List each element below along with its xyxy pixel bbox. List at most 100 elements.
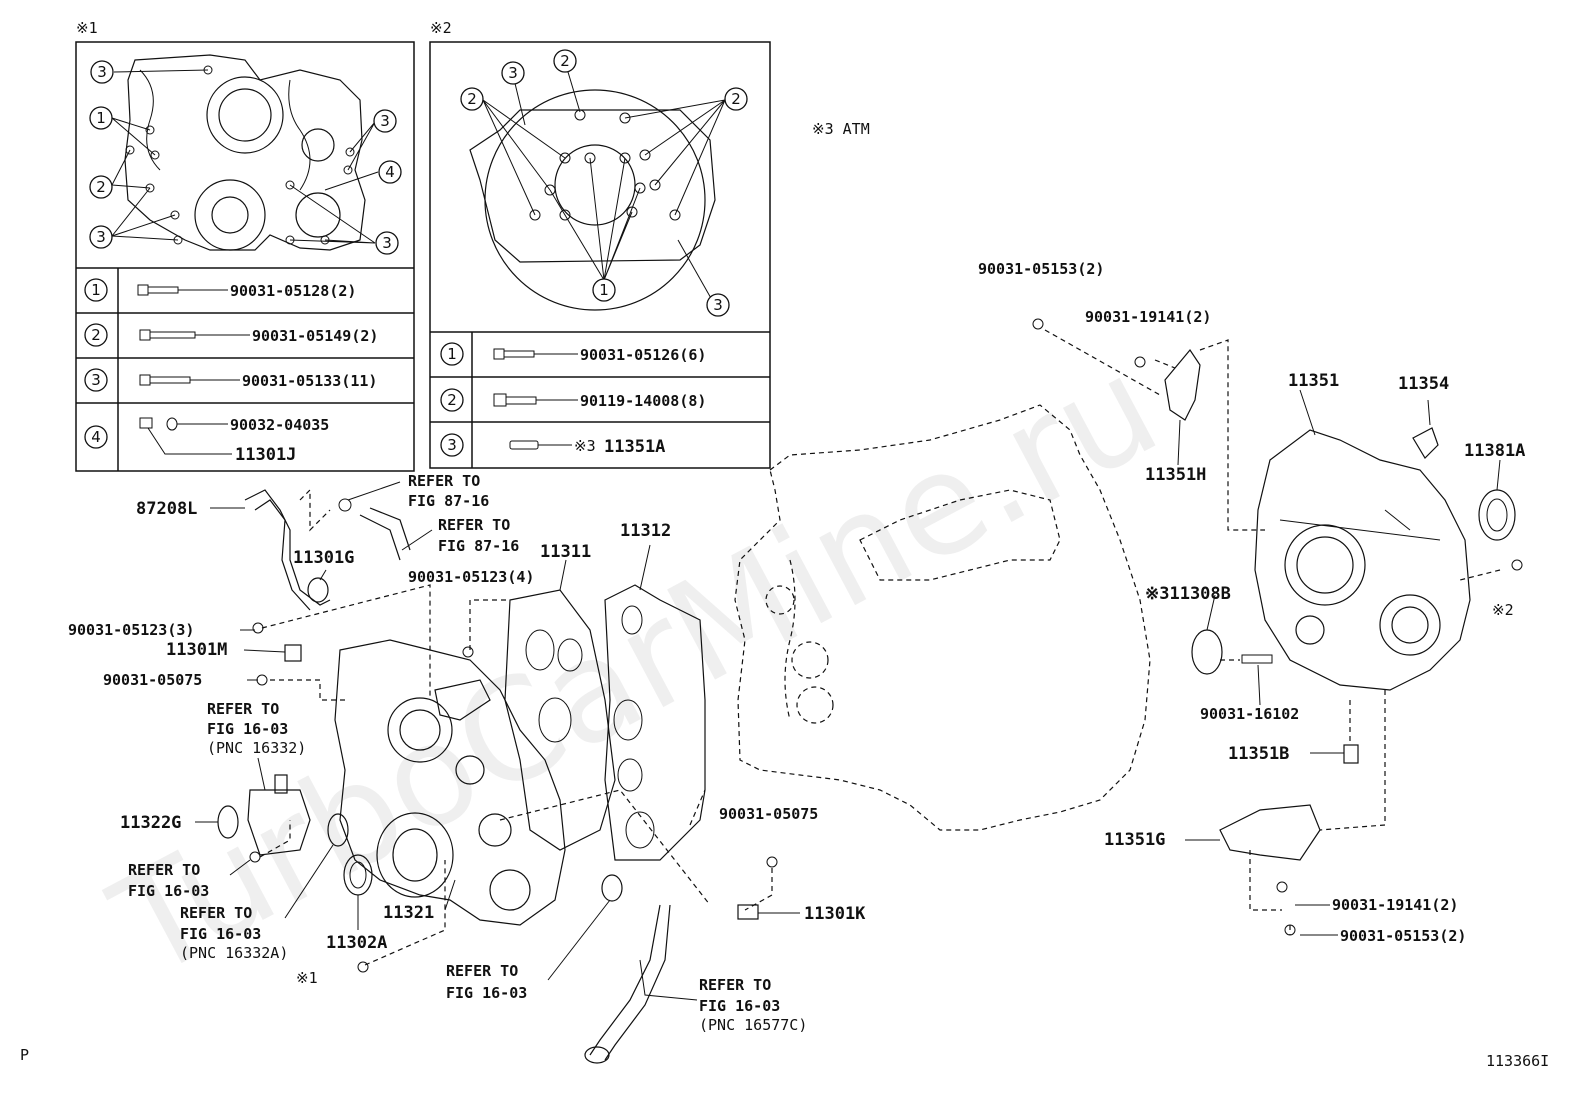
svg-text:3: 3 [97, 63, 107, 81]
svg-text:3: 3 [508, 64, 518, 82]
water-pipe-16577C [584, 904, 671, 1064]
leader-lines [195, 389, 1501, 1001]
label-90031-05075-b: 90031-05075 [719, 805, 818, 823]
bolt-icon [493, 348, 535, 360]
svg-text:3: 3 [91, 371, 101, 389]
oil-seal-11381A [1478, 489, 1516, 541]
label-refer-16-03-a2: FIG 16-03 [207, 720, 288, 738]
bracket-11351H [1164, 348, 1201, 421]
guide-lines [259, 329, 1501, 966]
svg-text:4: 4 [385, 163, 395, 181]
label-refer-16-03-b1: REFER TO [128, 861, 200, 879]
label-refer-16-03-b2: FIG 16-03 [128, 882, 209, 900]
label-star1: ※1 [296, 969, 318, 987]
inset-1-row-3: 3 90031-05133(11) [84, 368, 377, 392]
inset-2-row-3: 3 ※3 11351A [440, 433, 665, 457]
label-90031-05123-4: 90031-05123(4) [408, 568, 534, 586]
bracket-11351G [1219, 804, 1321, 861]
label-11351B: 11351B [1228, 744, 1289, 764]
svg-text:2: 2 [96, 178, 106, 196]
label-11312: 11312 [620, 521, 671, 541]
callout-circle: 4 [378, 160, 402, 184]
dowel-pin-icon [509, 440, 539, 450]
svg-text:3: 3 [382, 234, 392, 252]
plug-11351B [1343, 744, 1359, 764]
bolt-icon [137, 284, 179, 296]
part-number: 90119-14008(8) [580, 392, 706, 410]
cap-11354 [1412, 427, 1439, 459]
label-refer-87-16-b1: REFER TO [438, 516, 510, 534]
svg-text:2: 2 [731, 90, 741, 108]
callout-circle: 1 [592, 278, 616, 302]
label-11322G: 11322G [120, 813, 181, 833]
callout-circle: 3 [89, 225, 113, 249]
label-11351: 11351 [1288, 371, 1339, 391]
callout-circle: 3 [501, 61, 525, 85]
timing-cover-sketch [124, 54, 366, 251]
timing-gear-case [334, 639, 566, 926]
inset-1-row-2: 2 90031-05149(2) [84, 323, 378, 347]
svg-text:4: 4 [91, 428, 101, 446]
part-number: 11301J [235, 445, 296, 465]
inset-2: ※2 2 3 2 2 1 3 1 [429, 19, 771, 469]
label-refer-16-03-c3: (PNC 16332A) [180, 944, 288, 962]
label-87208L: 87208L [136, 499, 197, 519]
inset-2-mark: ※2 [430, 19, 452, 37]
bolt-icon [139, 374, 191, 386]
flywheel-housing-11351 [1254, 429, 1471, 691]
label-90031-05153-a: 90031-05153(2) [978, 260, 1104, 278]
water-outlet-16332 [247, 774, 311, 856]
svg-text:1: 1 [91, 281, 101, 299]
svg-text:2: 2 [91, 326, 101, 344]
plug-11308B [1191, 629, 1223, 675]
svg-text:3: 3 [96, 228, 106, 246]
callout-circle: 1 [89, 106, 113, 130]
label-90031-05153-b: 90031-05153(2) [1340, 927, 1466, 945]
inset-1-row-1: 1 90031-05128(2) [84, 278, 356, 302]
label-refer-16-03-e2: FIG 16-03 [699, 997, 780, 1015]
bolt-icon [139, 329, 196, 341]
inset-1: ※1 [75, 19, 415, 472]
flywheel-housing-sketch [469, 89, 716, 311]
svg-text:1: 1 [599, 281, 609, 299]
label-11301G: 11301G [293, 548, 354, 568]
svg-text:2: 2 [467, 90, 477, 108]
label-refer-87-16-b2: FIG 87-16 [438, 537, 519, 555]
sensors [284, 644, 759, 920]
part-number: 90031-05133(11) [242, 372, 377, 390]
label-90031-19141-a: 90031-19141(2) [1085, 308, 1211, 326]
figure-id: 113366I [1486, 1052, 1549, 1070]
label-90031-05075-a: 90031-05075 [103, 671, 202, 689]
label-11301M: 11301M [166, 640, 227, 660]
label-11354: 11354 [1398, 374, 1449, 394]
stud-90031-16102 [1241, 654, 1273, 664]
label-11302A: 11302A [326, 933, 387, 953]
label-11351G: 11351G [1104, 830, 1165, 850]
inset-1-mark: ※1 [76, 19, 98, 37]
svg-text:3: 3 [713, 296, 723, 314]
engine-block-outline [734, 404, 1151, 831]
label-refer-87-16-a1: REFER TO [408, 472, 480, 490]
svg-text:1: 1 [96, 109, 106, 127]
label-refer-16-03-d2: FIG 16-03 [446, 984, 527, 1002]
labels: 87208L REFER TO FIG 87-16 REFER TO FIG 8… [68, 260, 1525, 1034]
corner-mark: P [20, 1046, 29, 1064]
plate-11312 [604, 584, 706, 861]
label-11381A: 11381A [1464, 441, 1525, 461]
label-refer-16-03-c2: FIG 16-03 [180, 925, 261, 943]
label-refer-16-03-e3: (PNC 16577C) [699, 1016, 807, 1034]
bolt-icon [493, 393, 537, 407]
nut-icon [139, 417, 178, 431]
label-refer-16-03-c1: REFER TO [180, 904, 252, 922]
callout-circle: 3 [373, 109, 397, 133]
label-refer-16-03-a1: REFER TO [207, 700, 279, 718]
label-refer-16-03-d1: REFER TO [446, 962, 518, 980]
svg-text:3: 3 [380, 112, 390, 130]
label-refer-16-03-a3: (PNC 16332) [207, 739, 306, 757]
inset-2-row-2: 2 90119-14008(8) [440, 388, 706, 412]
svg-text:3: 3 [447, 436, 457, 454]
callout-circle: 2 [460, 87, 484, 111]
label-11351H: 11351H [1145, 465, 1206, 485]
label-11311: 11311 [540, 542, 591, 562]
callout-circle: 3 [375, 231, 399, 255]
